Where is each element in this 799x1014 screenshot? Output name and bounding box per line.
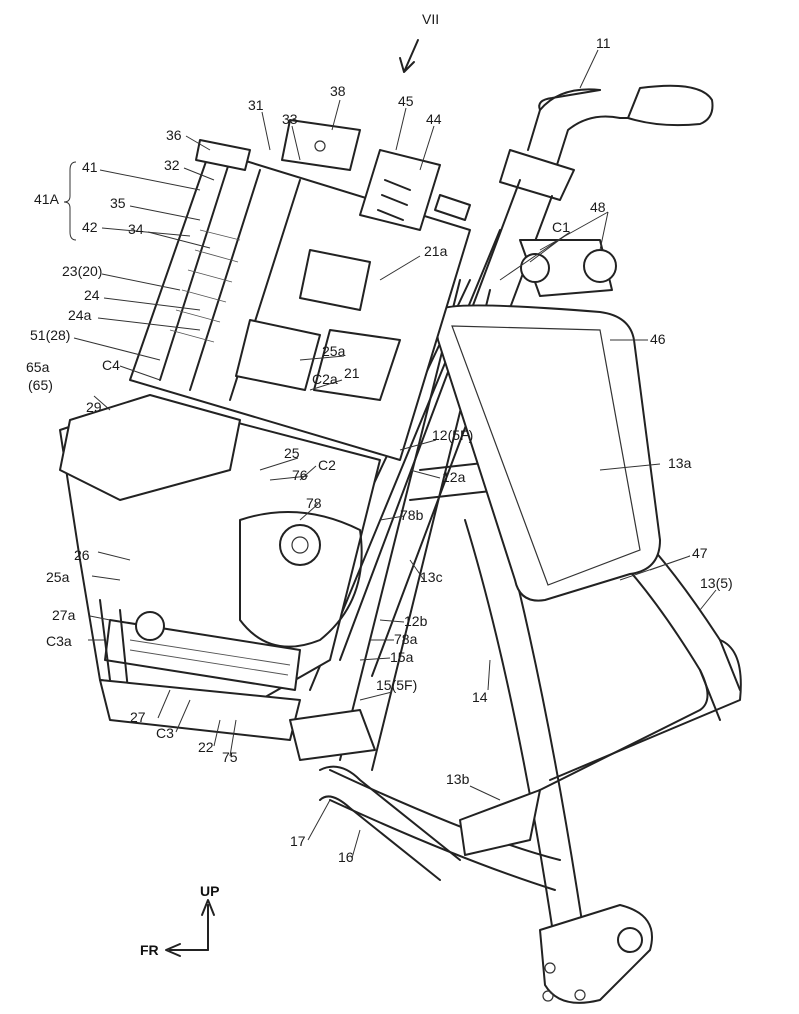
label-65: (65) [28,377,53,393]
label-76: 76 [292,467,308,483]
label-13b: 13b [446,771,470,787]
label-C4: C4 [102,357,120,373]
label-32: 32 [164,157,180,173]
label-48: 48 [590,199,606,215]
label-26: 26 [74,547,90,563]
label-65a: 65a [26,359,50,375]
label-35: 35 [110,195,126,211]
label-15a: 15a [390,649,414,665]
part-labels: VII 11 38 31 33 45 44 36 41 32 41A 35 42… [26,11,733,865]
label-22: 22 [198,739,214,755]
label-78b: 78b [400,507,424,523]
label-21: 21 [344,365,360,381]
label-27a: 27a [52,607,76,623]
label-13-5: 13(5) [700,575,733,591]
tank-46 [435,304,661,602]
label-38: 38 [330,83,346,99]
label-45: 45 [398,93,414,109]
label-25a-top: 25a [322,343,346,359]
label-21a: 21a [424,243,448,259]
label-14: 14 [472,689,488,705]
pipe-16 [319,765,541,881]
label-36: 36 [166,127,182,143]
label-15-5F: 15(5F) [376,677,417,693]
label-46: 46 [650,331,666,347]
label-17: 17 [290,833,306,849]
label-41: 41 [82,159,98,175]
label-29: 29 [86,399,102,415]
label-78: 78 [306,495,322,511]
handlebar [499,84,714,201]
label-C3: C3 [156,725,174,741]
label-C2a: C2a [312,371,338,387]
front-label: FR [140,942,159,958]
label-25: 25 [284,445,300,461]
label-33: 33 [282,111,298,127]
label-24: 24 [84,287,100,303]
label-75: 75 [222,749,238,765]
label-42: 42 [82,219,98,235]
label-C2: C2 [318,457,336,473]
label-25a-low: 25a [46,569,70,585]
label-12-5F: 12(5F) [432,427,473,443]
mount-48 [519,239,617,297]
label-13c: 13c [420,569,443,585]
label-16: 16 [338,849,354,865]
label-12b: 12b [404,613,428,629]
view-arrow [399,39,419,73]
label-11: 11 [596,35,611,51]
label-34: 34 [128,221,144,237]
label-C1: C1 [552,219,570,235]
label-41A: 41A [34,191,60,207]
up-label: UP [200,883,219,899]
label-23-20: 23(20) [62,263,102,279]
label-78a: 78a [394,631,418,647]
label-13a: 13a [668,455,692,471]
crankcase [59,394,381,761]
bracket-41A [63,161,77,241]
engine-block [129,119,471,461]
orientation-indicator: UP FR [140,883,219,958]
label-44: 44 [426,111,442,127]
view-marker: VII [422,11,439,27]
label-24a: 24a [68,307,92,323]
label-C3a: C3a [46,633,72,649]
label-31: 31 [248,97,264,113]
label-51-28: 51(28) [30,327,70,343]
label-47: 47 [692,545,708,561]
label-27: 27 [130,709,146,725]
label-12a: 12a [442,469,466,485]
leader-lines [73,49,717,859]
